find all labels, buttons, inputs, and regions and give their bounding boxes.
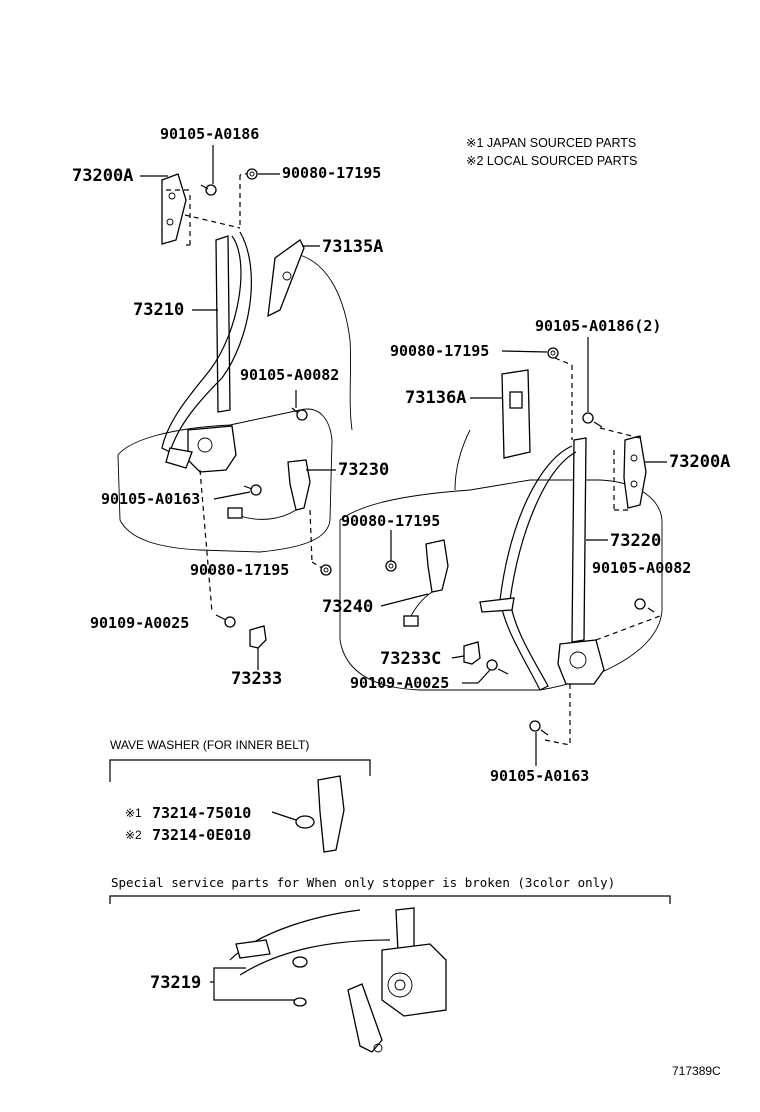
label-73200a-right: 73200A — [669, 452, 730, 472]
wave-washer-title: WAVE WASHER (FOR INNER BELT) — [110, 738, 309, 752]
wave-washer-mark1: ※1 — [125, 806, 142, 820]
seatback-outline-left — [299, 254, 353, 431]
bolt-icon — [291, 407, 308, 421]
buckle-73230 — [287, 459, 311, 511]
label-90109-a0025-mid: 90109-A0025 — [350, 674, 449, 692]
leader-73219 — [210, 967, 300, 1001]
wave-washer-buckle-icon — [295, 775, 345, 853]
bolt-icon — [200, 184, 217, 196]
stopper-assembly-icon — [229, 907, 447, 1053]
label-90080-17195-right: 90080-17195 — [390, 342, 489, 360]
label-90105-a0163-left: 90105-A0163 — [101, 490, 200, 508]
rear-seat-outline-right — [339, 479, 663, 691]
bolt-icon — [529, 720, 549, 736]
nut-icon — [246, 168, 258, 180]
label-73200a-left: 73200A — [72, 166, 133, 186]
bracket-bolt-hole — [168, 192, 176, 200]
seat-belt-73210-webbing — [215, 235, 231, 413]
nut-icon — [547, 347, 559, 359]
label-73230: 73230 — [338, 460, 389, 480]
label-90105-a0082-right: 90105-A0082 — [592, 559, 691, 577]
label-73240: 73240 — [322, 597, 373, 617]
label-73210: 73210 — [133, 300, 184, 320]
label-90105-a0082-left: 90105-A0082 — [240, 366, 339, 384]
bolt-icon — [243, 484, 262, 496]
label-73233c: 73233C — [380, 649, 441, 669]
bracket-bolt-hole — [166, 218, 174, 226]
label-90105-a0163-right: 90105-A0163 — [490, 767, 589, 785]
label-73233: 73233 — [231, 669, 282, 689]
anchor-bracket-73200a-right — [623, 435, 647, 509]
label-90109-a0025-left: 90109-A0025 — [90, 614, 189, 632]
buckle-73240 — [425, 539, 449, 593]
seat-belt-73210-strap — [161, 231, 252, 453]
wave-washer-mark2: ※2 — [125, 828, 142, 842]
bolt-icon — [634, 598, 655, 613]
label-73219: 73219 — [150, 973, 201, 993]
retractor-right — [557, 639, 605, 685]
belt-cover-73136a — [501, 369, 531, 459]
seat-belt-73220-webbing — [571, 437, 587, 643]
bolt-icon — [486, 659, 509, 675]
anchor-cover-73233 — [249, 625, 267, 649]
label-90105-a0186: 90105-A0186 — [160, 125, 259, 143]
note-japan-sourced: ※1 JAPAN SOURCED PARTS — [466, 136, 636, 150]
label-73220: 73220 — [610, 531, 661, 551]
seat-belt-73220-strap — [499, 445, 577, 691]
bolt-icon — [582, 412, 603, 428]
rear-seat-outline-left — [117, 408, 333, 553]
figure-id: 717389C — [672, 1064, 721, 1078]
belt-cover-73135a — [267, 239, 305, 318]
anchor-bracket-73200a-left — [161, 173, 187, 245]
special-service-bracket — [109, 895, 671, 904]
anchor-cover-73233c — [463, 641, 481, 665]
bolt-icon — [215, 614, 236, 628]
label-73135a: 73135A — [322, 237, 383, 257]
label-73136a: 73136A — [405, 388, 466, 408]
seatback-outline-right — [454, 429, 471, 491]
label-90105-a0186-2: 90105-A0186(2) — [535, 317, 661, 335]
wave-washer-bracket — [109, 759, 371, 782]
label-90080-17195-top: 90080-17195 — [282, 164, 381, 182]
special-service-title: Special service parts for When only stop… — [111, 875, 615, 890]
wave-washer-part2: 73214-0E010 — [152, 826, 251, 844]
note-local-sourced: ※2 LOCAL SOURCED PARTS — [466, 154, 637, 168]
label-90080-17195-low: 90080-17195 — [190, 561, 289, 579]
label-90080-17195-mid: 90080-17195 — [341, 512, 440, 530]
buckle-wire-73230 — [239, 509, 297, 520]
wave-washer-part1: 73214-75010 — [152, 804, 251, 822]
nut-icon — [320, 564, 332, 576]
nut-icon — [385, 560, 397, 572]
retractor-left — [187, 425, 237, 473]
